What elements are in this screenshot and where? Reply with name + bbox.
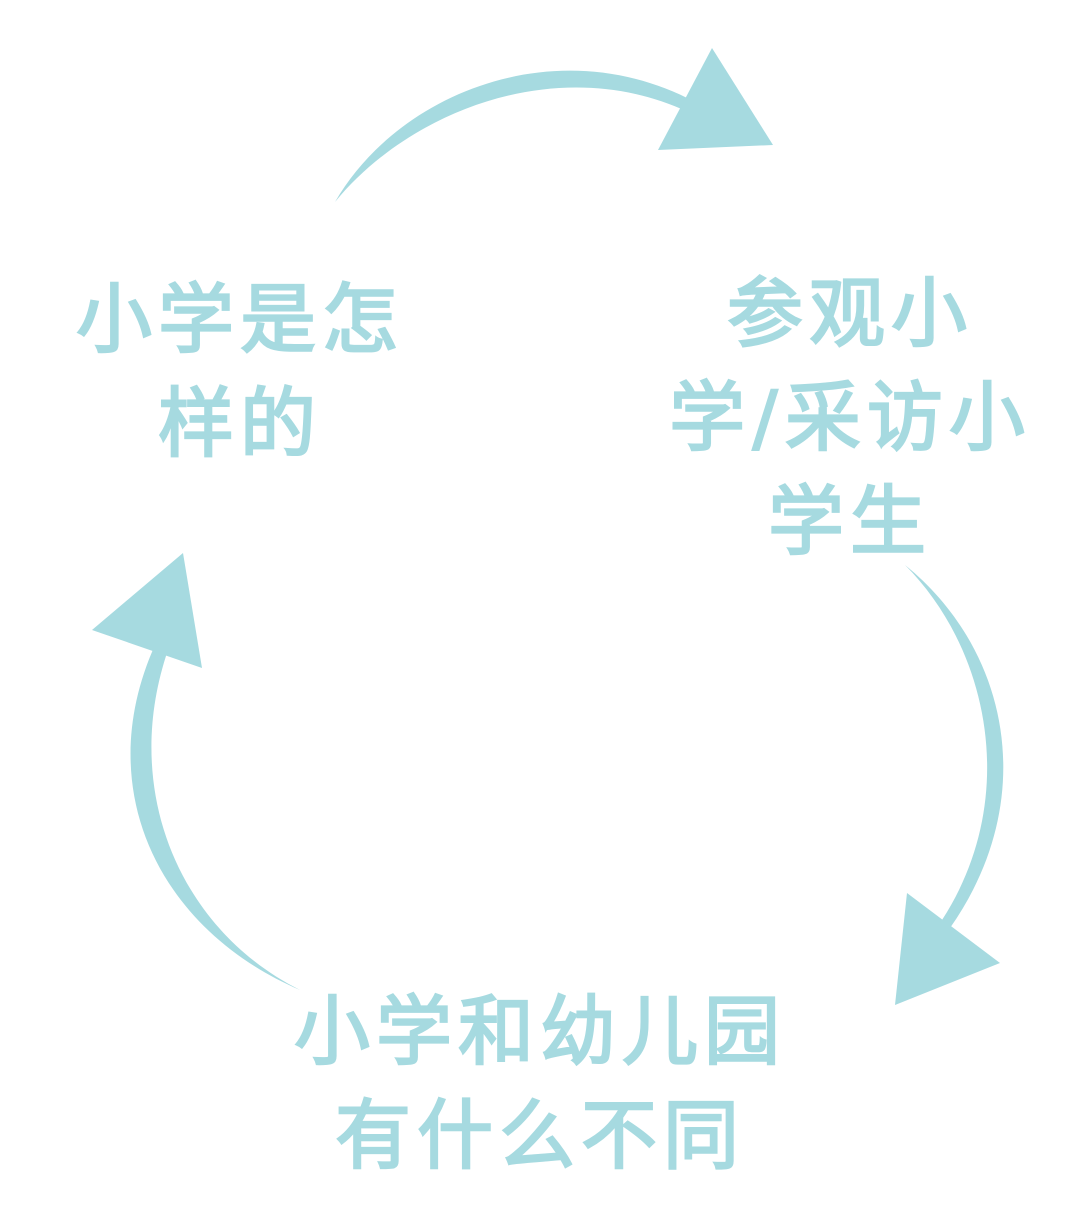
arrow-right xyxy=(895,565,1004,1005)
node-line: 有什么不同 xyxy=(335,1091,745,1180)
node-line: 小学和幼儿园 xyxy=(294,987,786,1076)
node-line: 学/采访小 xyxy=(669,373,1031,462)
arrow-left xyxy=(92,553,300,990)
node-what-is-primary-school: 小学是怎 样的 xyxy=(40,268,440,476)
node-differences: 小学和幼儿园 有什么不同 xyxy=(280,980,800,1188)
node-line: 参观小 xyxy=(727,269,973,358)
node-line: 样的 xyxy=(158,379,322,468)
node-line: 小学是怎 xyxy=(76,275,404,364)
node-line: 学生 xyxy=(768,477,932,566)
arrow-top xyxy=(335,48,773,202)
node-visit-primary-school: 参观小 学/采访小 学生 xyxy=(630,262,1070,574)
